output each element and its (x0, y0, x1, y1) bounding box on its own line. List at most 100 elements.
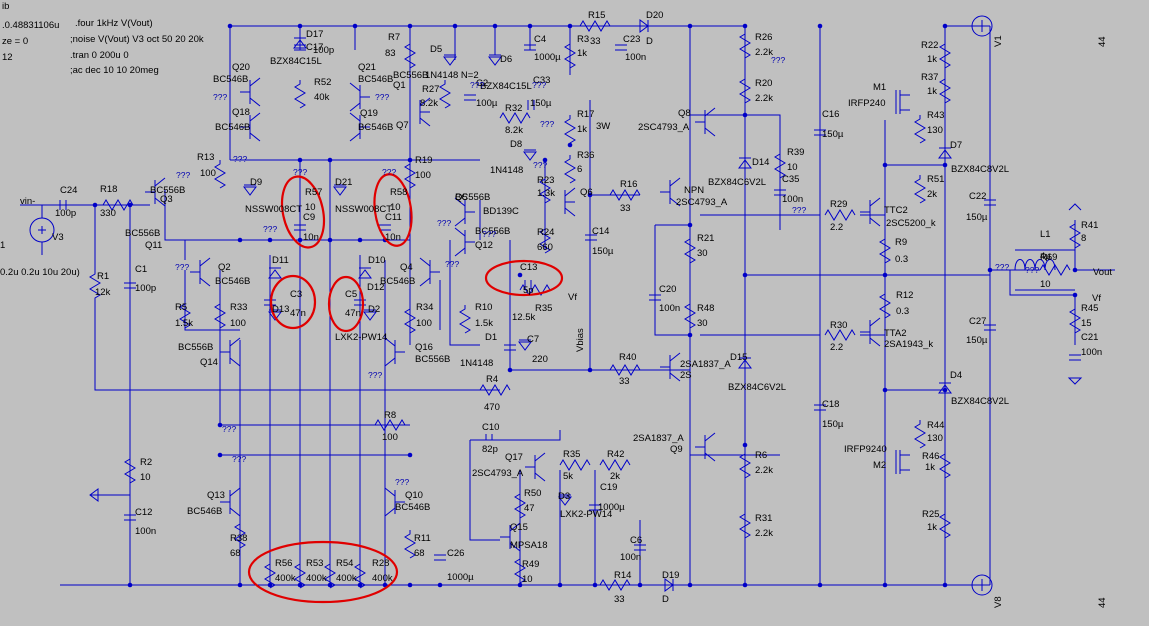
part-value: BZX84C6V2L (708, 177, 766, 188)
part-refdes: C7 (527, 334, 539, 345)
part-refdes: R30 (830, 320, 847, 331)
net-label: 1 (0, 240, 5, 251)
part-value: LXK2-PW14 (560, 509, 612, 520)
part-value: 3W (596, 121, 610, 132)
part-value: NSSW008CT (245, 204, 302, 215)
highlight-ellipse (484, 259, 564, 297)
unknown-value-marker: ??? (175, 262, 189, 272)
net-label: V8 (993, 596, 1004, 608)
part-value: BZX84C15L (480, 81, 532, 92)
part-refdes: R18 (100, 184, 117, 195)
part-refdes: R40 (619, 352, 636, 363)
part-refdes: C1 (135, 264, 147, 275)
part-refdes: C9 (303, 212, 315, 223)
part-value: 1.3k (537, 188, 555, 199)
part-value: 33 (614, 594, 625, 605)
part-refdes: 2SA1837_A (680, 359, 731, 370)
part-value: BC546B (380, 276, 415, 287)
part-refdes: R46 (922, 451, 939, 462)
part-value: 1000µ (598, 502, 625, 513)
spice-directive: ;ac dec 10 10 20meg (70, 65, 159, 76)
part-refdes: R39 (787, 147, 804, 158)
part-value: 1k (577, 48, 587, 59)
component-symbols (29, 15, 1083, 596)
part-refdes: Q6 (580, 187, 593, 198)
part-value: 1000µ (447, 572, 474, 583)
part-refdes: D19 (662, 570, 679, 581)
part-refdes: R21 (697, 233, 714, 244)
part-refdes: R56 (275, 558, 292, 569)
part-refdes: Q21 (358, 62, 376, 73)
part-value: 1k (577, 124, 587, 135)
part-refdes: R9 (895, 237, 907, 248)
part-value: BC546B (215, 276, 250, 287)
part-refdes: R69 (1040, 252, 1057, 263)
part-value: BC546B (187, 506, 222, 517)
part-value: BC556B (150, 185, 185, 196)
part-refdes: C6 (630, 535, 642, 546)
part-value: 47 (524, 503, 535, 514)
part-value: D11 (272, 255, 289, 266)
part-refdes: R20 (755, 78, 772, 89)
part-refdes: R34 (416, 302, 433, 313)
unknown-value-marker: ??? (995, 262, 1009, 272)
part-value: 100n (625, 52, 646, 63)
part-value: BZX84C8V2L (951, 164, 1009, 175)
part-value: 150µ (966, 212, 988, 223)
part-value: 1k (927, 86, 937, 97)
part-refdes: R5 (175, 302, 187, 313)
part-refdes: C11 (385, 212, 402, 223)
net-label: Vf (568, 292, 577, 303)
part-refdes: M1 (873, 82, 886, 93)
part-value: 8 (1081, 233, 1086, 244)
part-refdes: Q3 (160, 194, 173, 205)
part-value: 660 (537, 242, 553, 253)
part-value: 2.2k (755, 465, 773, 476)
part-refdes: Q14 (200, 357, 218, 368)
part-refdes: R52 (314, 77, 331, 88)
part-refdes: L1 (1040, 229, 1051, 240)
unknown-value-marker: ??? (771, 55, 785, 65)
spice-directive: .0.48831106u (2, 20, 59, 31)
part-refdes: Q16 (415, 342, 433, 353)
part-refdes: R2 (140, 457, 152, 468)
part-refdes: R35 (535, 303, 552, 314)
part-refdes: C4 (534, 34, 546, 45)
unknown-value-marker: ??? (792, 205, 806, 215)
part-value: 10 (390, 202, 401, 213)
part-value: 40k (314, 92, 330, 103)
part-value: 30 (697, 318, 708, 329)
part-value: 1.5k (475, 318, 493, 329)
part-value: BC556B (475, 226, 510, 237)
spice-directive: .tran 0 200u 0 (70, 50, 129, 61)
part-value: 47n (290, 308, 306, 319)
part-value: IRFP240 (848, 98, 886, 109)
part-refdes: C35 (782, 174, 799, 185)
part-value: D (646, 36, 653, 47)
part-value: 0.3 (896, 306, 909, 317)
part-value: 10 (305, 202, 316, 213)
spice-directive: 12 (2, 52, 13, 63)
part-value: 150µ (592, 246, 614, 257)
part-value: 1000µ (534, 52, 561, 63)
part-refdes: C2 (476, 78, 488, 89)
part-refdes: R16 (620, 179, 637, 190)
part-value: D10 (368, 255, 385, 266)
part-refdes: R26 (755, 32, 772, 43)
part-value: 2SC4793_A (472, 468, 524, 479)
part-value: 100n (659, 303, 680, 314)
part-value: 100n (620, 552, 641, 563)
part-refdes: Q10 (405, 490, 423, 501)
part-value: BZX84C8V2L (951, 396, 1009, 407)
part-refdes: R13 (197, 152, 214, 163)
part-value: 100n (135, 526, 156, 537)
part-value: 1k (925, 462, 935, 473)
part-refdes: Q13 (207, 490, 225, 501)
part-refdes: D1 (485, 332, 497, 343)
part-refdes: R29 (830, 199, 847, 210)
part-refdes: D3 (558, 491, 570, 502)
part-value: 4µ (1040, 251, 1051, 262)
unknown-value-marker: ??? (222, 424, 236, 434)
net-label: Vbias (575, 328, 586, 352)
part-value: 33 (620, 203, 631, 214)
